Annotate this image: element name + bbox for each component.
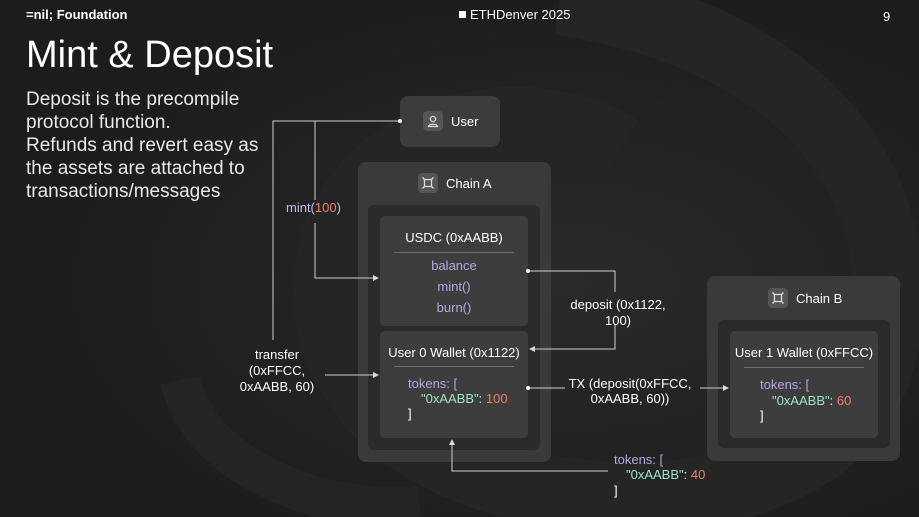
page-number: 9 [883, 9, 891, 24]
chain-b-label: Chain B [796, 291, 843, 306]
wallet0-title: User 0 Wallet (0x1122) [388, 345, 520, 360]
transfer-label: transfer (0xFFCC, 0xAABB, 60) [232, 347, 322, 395]
subtitle-line: the assets are attached to [26, 158, 245, 179]
usdc-method-balance: balance [431, 258, 477, 273]
usdc-method-burn: burn() [436, 300, 472, 315]
user0-wallet [380, 331, 528, 438]
subtitle-line: Refunds and revert easy as [26, 135, 259, 156]
user1-wallet [730, 331, 878, 438]
token-sep: : [478, 391, 486, 406]
user-icon [423, 111, 443, 131]
mint-label-prefix: mint( [286, 200, 315, 215]
event-name: ETHDenver 2025 [470, 7, 571, 22]
subtitle-line: transactions/messages [26, 181, 221, 202]
usdc-divider [394, 252, 514, 253]
subtitle-line: Deposit is the precompile [26, 89, 240, 110]
remaining-token-entry: "0xAABB": 40 [626, 467, 705, 482]
slide-subtitle: Deposit is the precompile protocol funct… [26, 88, 276, 203]
subtitle-line: protocol function. [26, 112, 171, 133]
wallet1-tokens-open: tokens: [ [760, 377, 810, 392]
token-key: "0xAABB" [421, 391, 479, 406]
square-bullet-icon [459, 11, 466, 18]
mint-label-value: 100 [314, 200, 337, 215]
wallet0-token-entry: "0xAABB": 100 [421, 391, 508, 406]
remaining-tokens-close: ] [614, 483, 618, 498]
token-sep: : [683, 467, 691, 482]
token-value: 100 [485, 391, 508, 406]
wallet1-divider [744, 367, 864, 368]
remaining-tokens-open: tokens: [ [614, 452, 664, 467]
wallet1-title: User 1 Wallet (0xFFCC) [734, 345, 874, 360]
deposit-label: deposit (0x1122, 100) [563, 297, 673, 329]
slide-title: Mint & Deposit [26, 34, 274, 76]
deposit-label-line: deposit (0x1122, [570, 297, 666, 312]
chain-a-label: Chain A [446, 176, 492, 191]
mint-label-suffix: ) [336, 200, 341, 215]
usdc-method-mint: mint() [437, 279, 471, 294]
token-value: 40 [690, 467, 706, 482]
brand-logo: =nil; Foundation [26, 7, 128, 22]
user-label: User [451, 114, 479, 129]
usdc-contract [380, 216, 528, 326]
wallet1-token-entry: "0xAABB": 60 [772, 393, 851, 408]
transfer-label-line: transfer [254, 347, 300, 362]
tx-label-line: 0xAABB, 60)) [590, 391, 670, 406]
transfer-label-line: (0xFFCC, [248, 363, 306, 378]
deposit-label-line: 100) [604, 313, 632, 328]
tx-label-line: TX (deposit(0xFFCC, [568, 376, 692, 391]
wallet1-tokens-close: ] [760, 408, 764, 423]
token-key: "0xAABB" [626, 467, 684, 482]
wallet0-tokens-open: tokens: [ [408, 376, 458, 391]
tx-label: TX (deposit(0xFFCC, 0xAABB, 60)) [566, 376, 694, 406]
chain-icon [418, 173, 438, 193]
usdc-title: USDC (0xAABB) [405, 230, 503, 245]
mint-label: mint(100) [286, 200, 341, 215]
token-sep: : [829, 393, 837, 408]
token-value: 60 [836, 393, 852, 408]
wallet0-divider [394, 366, 514, 367]
user-node [400, 96, 500, 147]
wallet0-tokens-close: ] [408, 406, 412, 421]
transfer-label-line: 0xAABB, 60) [239, 379, 315, 394]
token-key: "0xAABB" [772, 393, 830, 408]
chain-icon [768, 288, 788, 308]
